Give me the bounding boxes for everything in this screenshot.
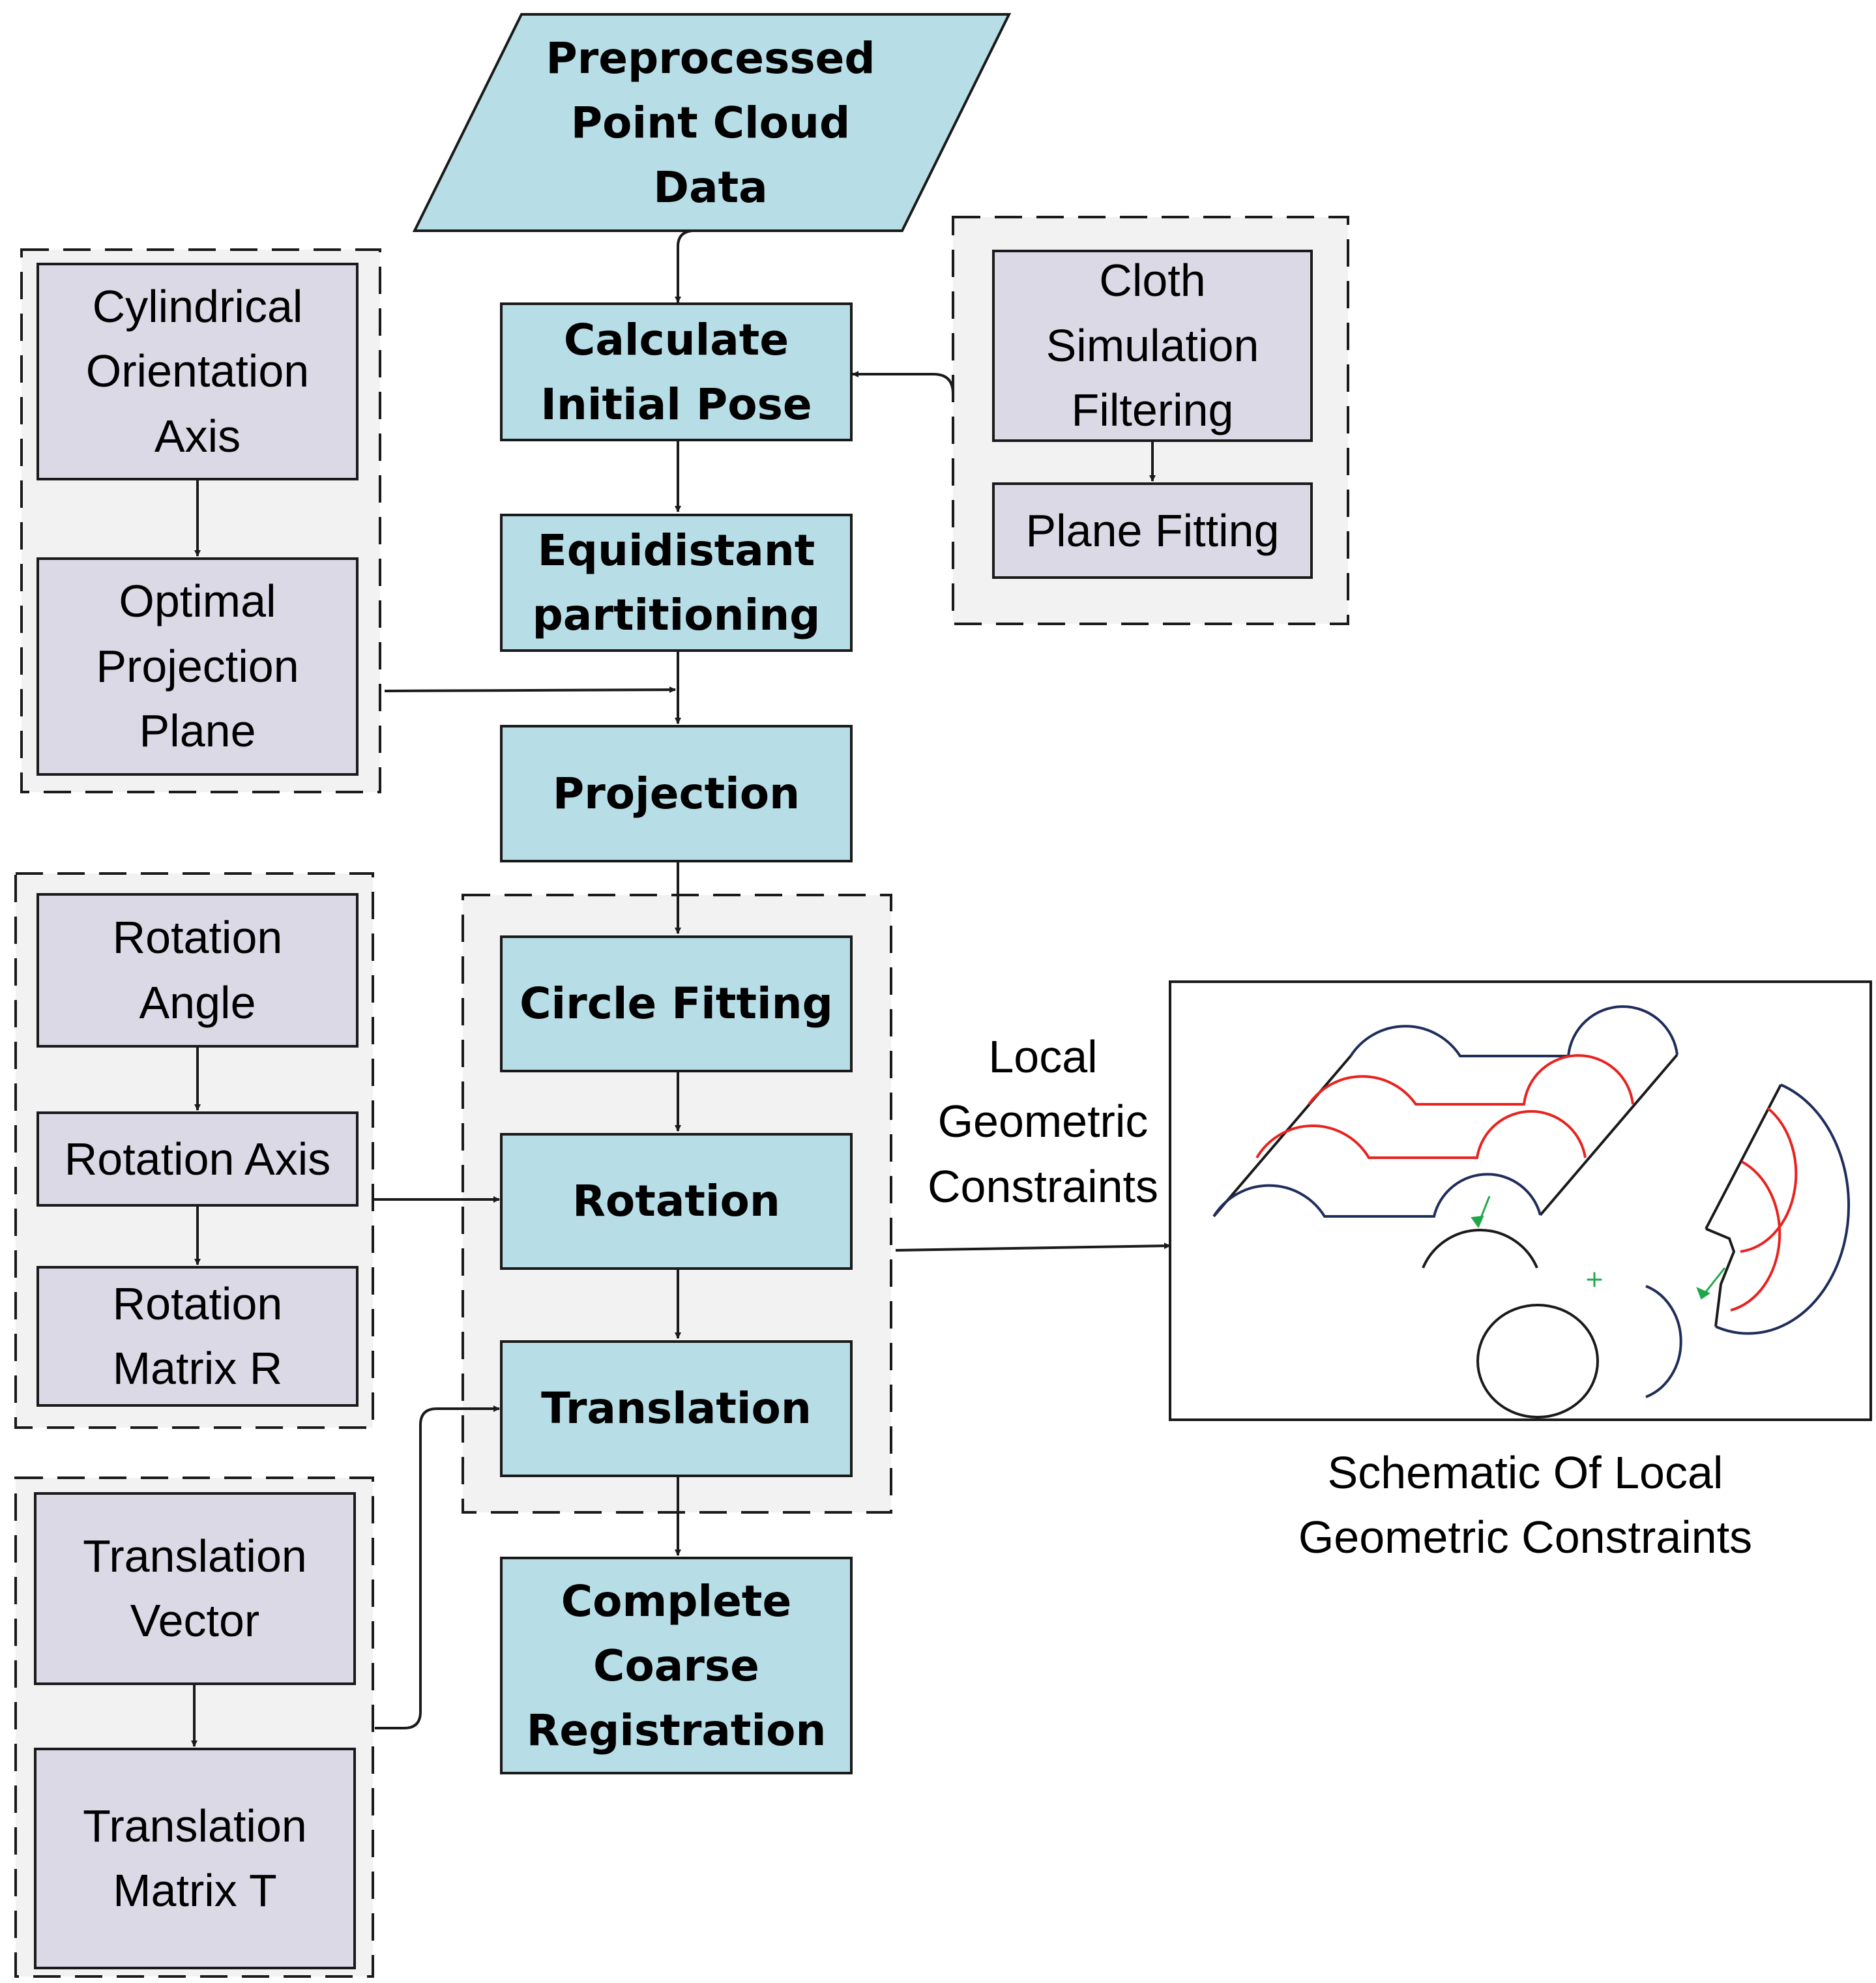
fitted-circle (1476, 1304, 1599, 1418)
complete-line-3: Registration (526, 1705, 827, 1755)
arrow-optimal-to-main (384, 686, 676, 694)
complete-line-1: Complete (561, 1576, 792, 1626)
translation-vector-line-2: Vector (130, 1595, 260, 1646)
cylindrical-line-1: Cylindrical (92, 280, 303, 332)
optimal-projection-plane-box: Optimal Projection Plane (37, 557, 359, 776)
circle-fitting-box: Circle Fitting (500, 935, 853, 1072)
arrow-rotation-to-schematic (895, 1242, 1171, 1252)
schematic-panel (1169, 980, 1872, 1421)
plus-sign: + (1584, 1266, 1605, 1293)
profile-red-1 (1308, 1054, 1634, 1106)
complete-line-2: Coarse (593, 1640, 759, 1691)
translation-matrix-line-2: Matrix T (113, 1865, 277, 1916)
input-line-3: Data (653, 162, 768, 213)
cloth-line-3: Filtering (1071, 385, 1234, 436)
equidistant-line-1: Equidistant (537, 525, 815, 576)
cloth-simulation-filtering-box: Cloth Simulation Filtering (992, 250, 1313, 442)
projection-box: Projection (500, 725, 853, 862)
translation-box: Translation (500, 1340, 853, 1477)
projected-arc (1645, 1285, 1682, 1398)
translation-matrix-t-box: Translation Matrix T (34, 1748, 356, 1969)
arrow-cloth-to-pose (852, 371, 954, 402)
rotation-matrix-line-1: Rotation (112, 1278, 283, 1329)
rotation-angle-line-2: Angle (139, 977, 256, 1028)
equidistant-partitioning-box: Equidistant partitioning (500, 514, 853, 652)
rotation-box: Rotation (500, 1133, 853, 1270)
optimal-line-2: Projection (96, 640, 299, 692)
translation-label: Translation (541, 1383, 812, 1433)
rotation-axis-box: Rotation Axis (37, 1111, 359, 1207)
arrow-input-to-pose (675, 229, 693, 303)
translation-vector-box: Translation Vector (34, 1492, 356, 1685)
plane-fitting-box: Plane Fitting (992, 482, 1313, 579)
input-line-1: Preprocessed (546, 33, 875, 83)
isolated-arc (1422, 1228, 1538, 1269)
input-line-2: Point Cloud (570, 98, 851, 148)
translation-matrix-line-1: Translation (83, 1800, 307, 1851)
cloth-line-1: Cloth (1099, 255, 1206, 306)
edge-label-line-2: Geometric (937, 1096, 1149, 1147)
slab-right-edge (1539, 1053, 1678, 1216)
arrow-transgroup-to-translation (375, 1405, 500, 1729)
side-view-red-arc-1 (1740, 1107, 1798, 1253)
calc-pose-line-2: Initial Pose (540, 379, 812, 430)
calc-pose-line-1: Calculate (563, 314, 789, 365)
group-rotation-border (14, 872, 374, 1429)
group-cloth-border (952, 216, 1349, 625)
profile-bottom (1212, 1173, 1542, 1218)
edge-label-line-1: Local (988, 1031, 1098, 1082)
plane-fitting-label: Plane Fitting (1025, 505, 1280, 556)
slab-left-edge (1212, 1055, 1352, 1218)
green-arrow-2 (1701, 1267, 1726, 1297)
projection-label: Projection (552, 768, 800, 819)
complete-coarse-registration-box: Complete Coarse Registration (500, 1557, 853, 1774)
schematic-caption: Schematic Of Local Geometric Constraints (1225, 1441, 1825, 1570)
side-view-navy-arc (1715, 1083, 1851, 1335)
rotation-angle-box: Rotation Angle (37, 893, 359, 1048)
translation-vector-line-1: Translation (83, 1530, 307, 1581)
green-arrow-1-head (1471, 1215, 1484, 1229)
side-view-red-arc-2 (1730, 1160, 1781, 1312)
cylindrical-line-3: Axis (154, 410, 241, 462)
edge-label-line-3: Constraints (927, 1160, 1159, 1212)
caption-line-2: Geometric Constraints (1298, 1512, 1753, 1563)
calculate-initial-pose-box: Calculate Initial Pose (500, 302, 853, 441)
rotation-label: Rotation (572, 1176, 780, 1226)
green-arrow-2-head (1696, 1287, 1711, 1300)
local-geometric-constraints-label: Local Geometric Constraints (909, 1025, 1177, 1219)
rotation-axis-label: Rotation Axis (64, 1134, 331, 1184)
schematic-frame (1169, 980, 1872, 1421)
profile-top (1349, 1005, 1678, 1057)
optimal-line-3: Plane (139, 705, 256, 757)
group-axis-border (20, 248, 381, 793)
circle-fitting-label: Circle Fitting (520, 978, 833, 1029)
profile-red-2 (1255, 1109, 1587, 1159)
cylindrical-orientation-axis-box: Cylindrical Orientation Axis (37, 263, 359, 480)
input-label: Preprocessed Point Cloud Data (535, 26, 887, 220)
cloth-line-2: Simulation (1046, 319, 1259, 371)
rotation-matrix-line-2: Matrix R (112, 1343, 283, 1394)
group-translation-border (14, 1476, 374, 1978)
cylindrical-line-2: Orientation (85, 345, 310, 397)
input-parallelogram (412, 13, 1012, 232)
rotation-matrix-r-box: Rotation Matrix R (37, 1266, 359, 1407)
rotation-angle-line-1: Rotation (112, 912, 283, 963)
optimal-line-1: Optimal (119, 576, 276, 627)
caption-line-1: Schematic Of Local (1327, 1447, 1723, 1498)
side-view-bottom-edge (1705, 1227, 1736, 1327)
equidistant-line-2: partitioning (532, 590, 821, 640)
